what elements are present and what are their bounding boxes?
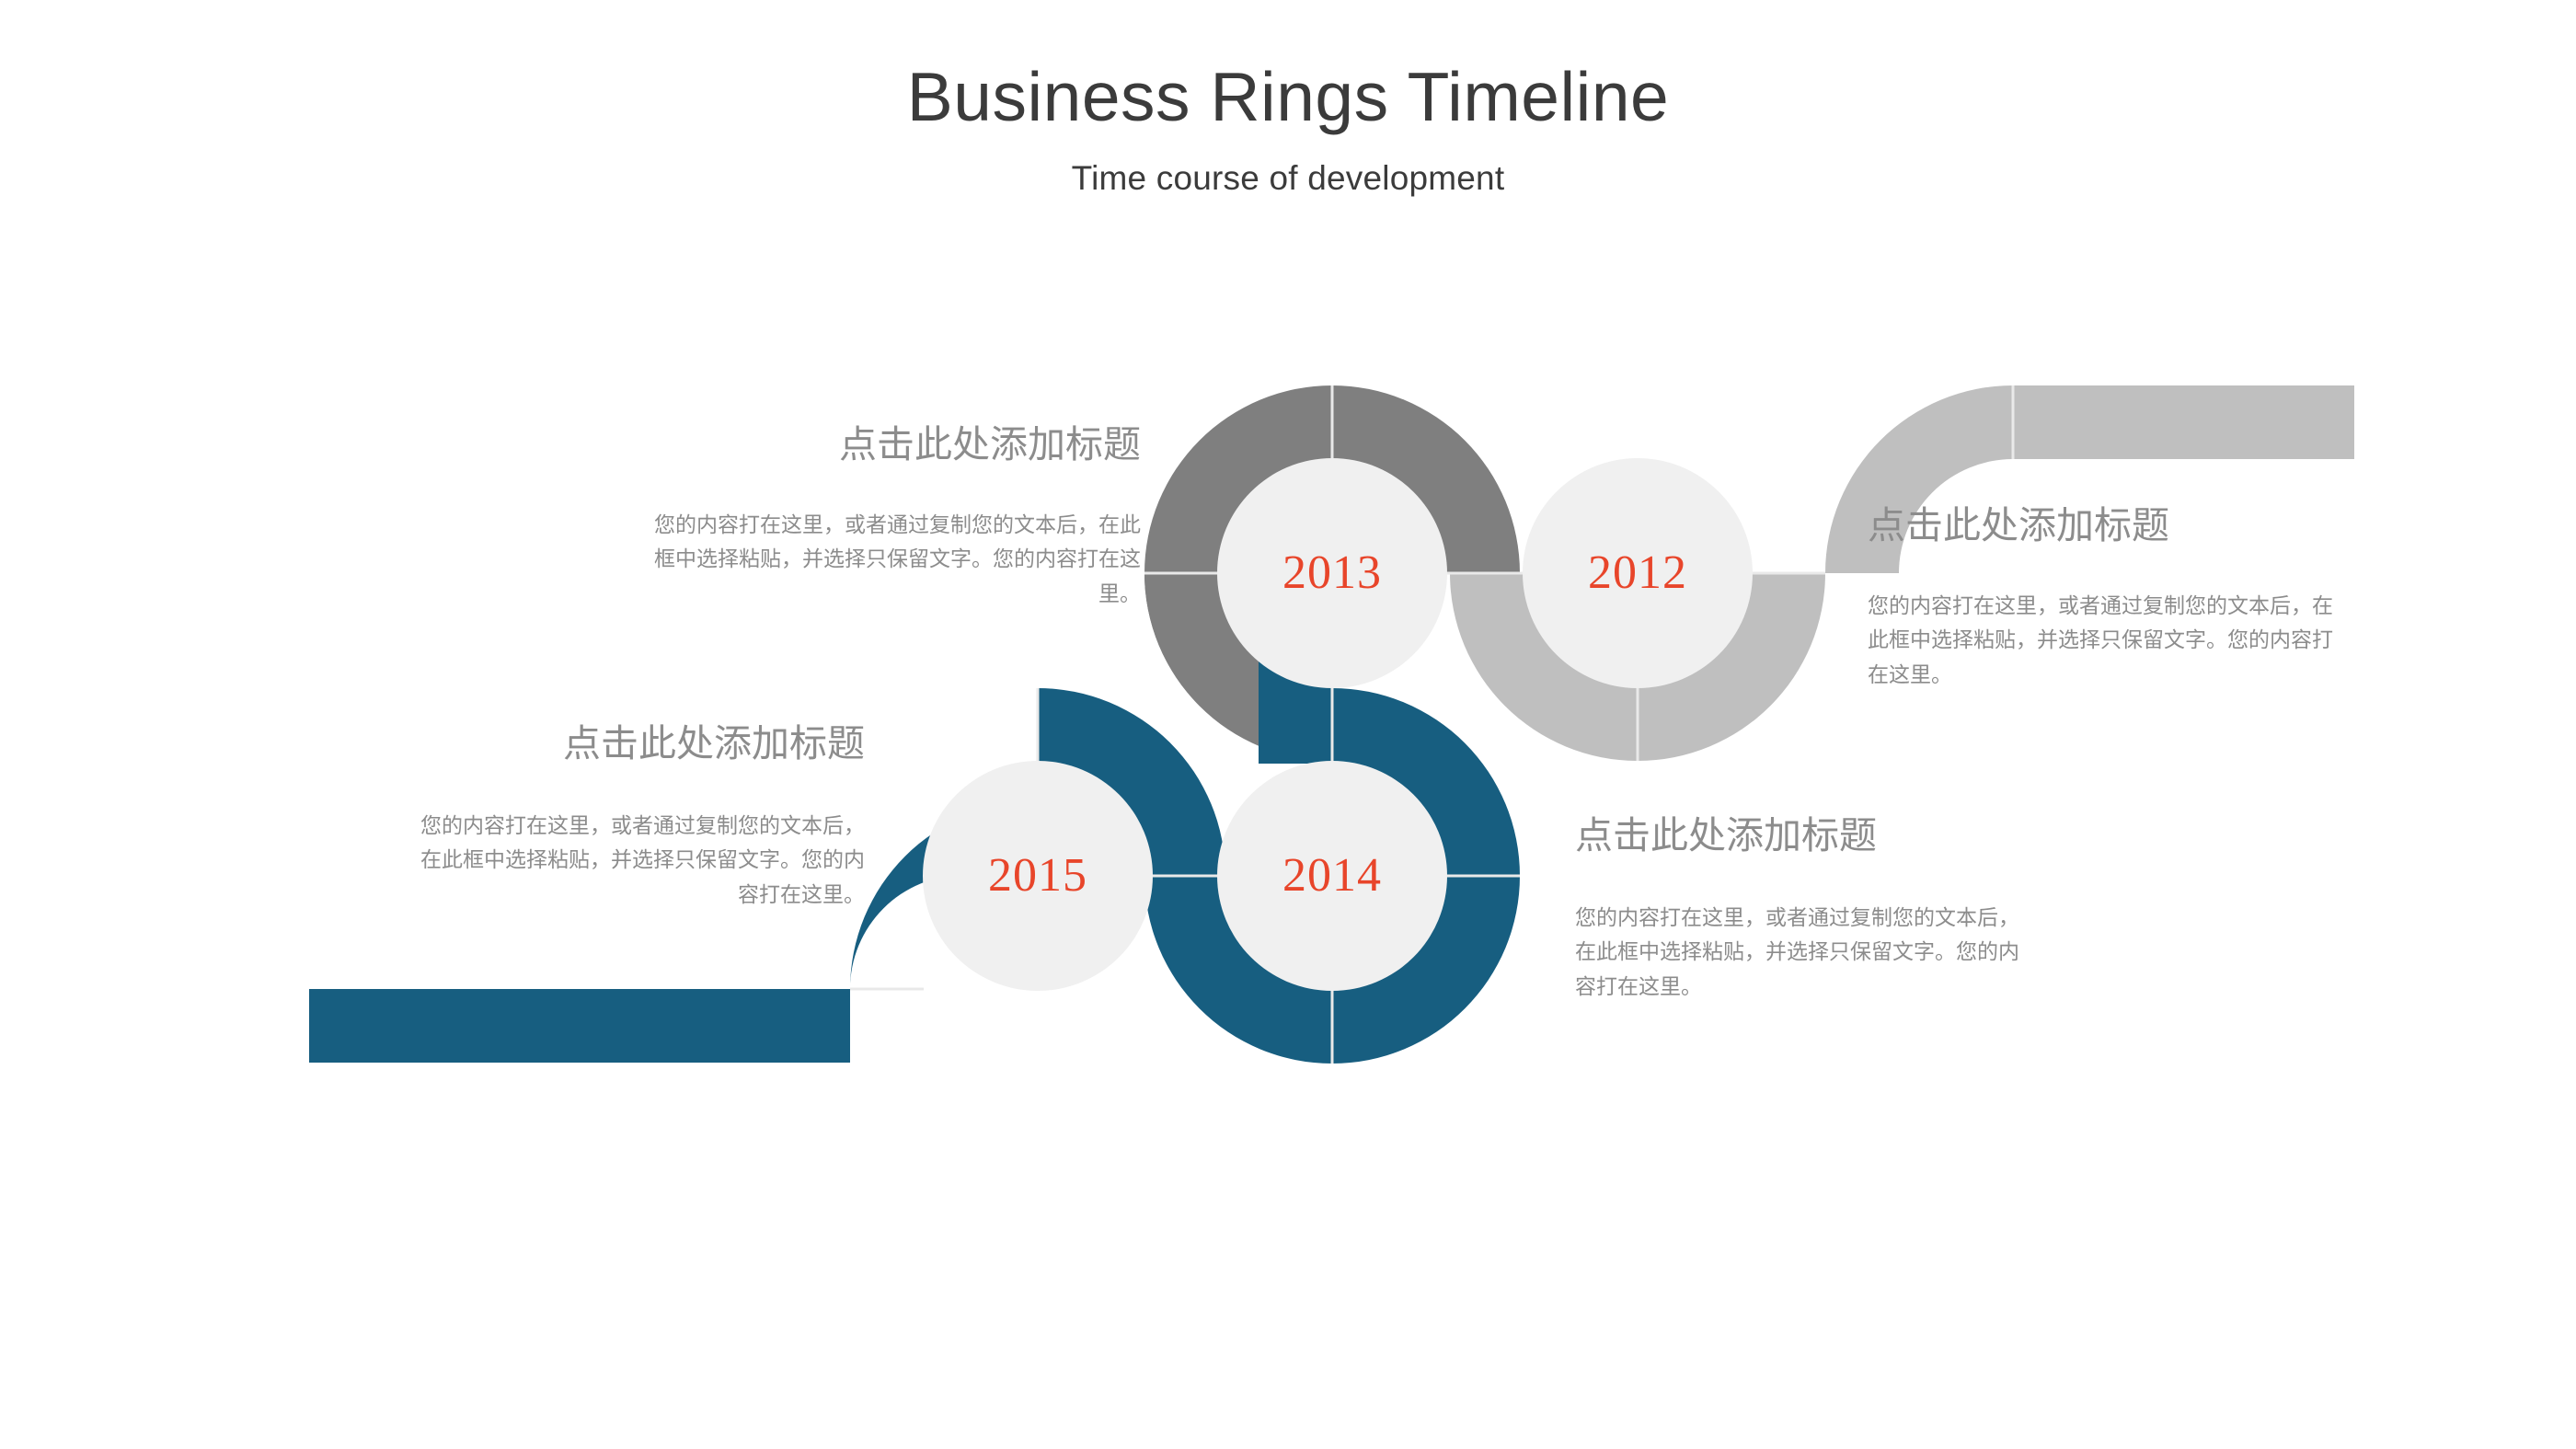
milestone-block-2013[interactable]: 点击此处添加标题 您的内容打在这里，或者通过复制您的文本后，在此框中选择粘贴，并… [460, 423, 1141, 611]
milestone-body: 您的内容打在这里，或者通过复制您的文本后，在此框中选择粘贴，并选择只保留文字。您… [1575, 905, 2019, 998]
milestone-body: 您的内容打在这里，或者通过复制您的文本后，在此框中选择粘贴，并选择只保留文字。您… [1868, 593, 2333, 686]
page-subtitle: Time course of development [1071, 159, 1505, 197]
milestone-body: 您的内容打在这里，或者通过复制您的文本后，在此框中选择粘贴，并选择只保留文字。您… [654, 512, 1141, 605]
milestone-title: 点击此处添加标题 [839, 423, 1141, 466]
year-text: 2015 [988, 849, 1087, 902]
ribbon-segment-light-gray [1450, 385, 2354, 761]
year-label-2014[interactable]: 2014 [1217, 761, 1447, 991]
milestone-block-2014[interactable]: 点击此处添加标题 您的内容打在这里，或者通过复制您的文本后，在此框中选择粘贴，并… [1575, 814, 2219, 1004]
slide-header: Business Rings Timeline Time course of d… [0, 0, 2576, 198]
year-text: 2014 [1282, 849, 1382, 902]
milestone-block-2012[interactable]: 点击此处添加标题 您的内容打在这里，或者通过复制您的文本后，在此框中选择粘贴，并… [1868, 504, 2548, 692]
milestone-title: 点击此处添加标题 [1575, 814, 1877, 857]
milestone-title: 点击此处添加标题 [1868, 504, 2169, 546]
milestone-title: 点击此处添加标题 [563, 722, 865, 765]
year-label-2013[interactable]: 2013 [1217, 458, 1447, 688]
year-text: 2012 [1588, 546, 1687, 599]
year-label-2012[interactable]: 2012 [1523, 458, 1753, 688]
year-label-2015[interactable]: 2015 [923, 761, 1153, 991]
milestone-block-2015[interactable]: 点击此处添加标题 您的内容打在这里，或者通过复制您的文本后，在此框中选择粘贴，并… [294, 722, 865, 912]
ring-divider-lines [850, 385, 2015, 1064]
year-text: 2013 [1282, 546, 1382, 599]
page-title: Business Rings Timeline [906, 58, 1670, 135]
milestone-body: 您的内容打在这里，或者通过复制您的文本后，在此框中选择粘贴，并选择只保留文字。您… [420, 813, 865, 906]
